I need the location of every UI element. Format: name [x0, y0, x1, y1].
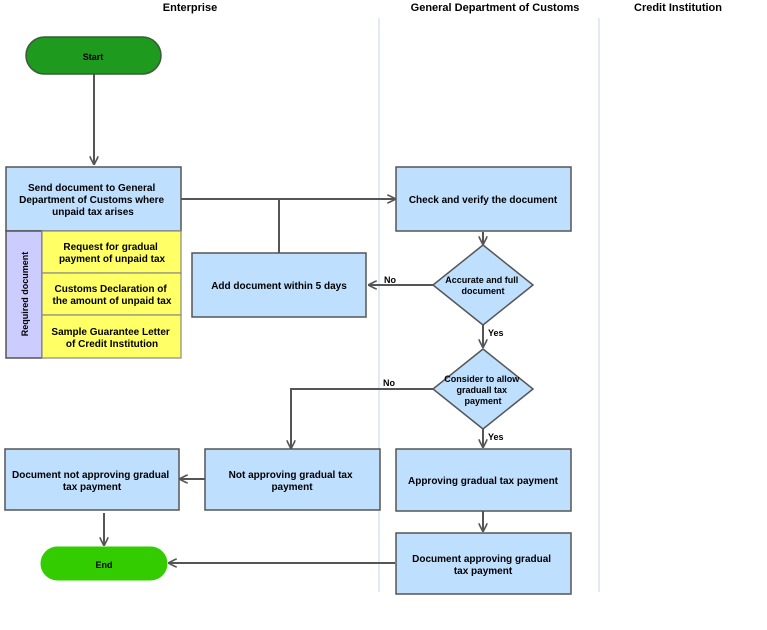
edge-label-no-1: No [384, 275, 396, 285]
consider-decision-label: Consider to allow graduall tax payment [444, 374, 522, 406]
add-document-label: Add document within 5 days [211, 281, 347, 292]
required-item-2 [41, 272, 182, 316]
lane-title-customs: General Department of Customs [411, 2, 580, 14]
edge-label-no-2: No [383, 378, 395, 388]
required-item-2-label: Customs Declaration of the amount of unp… [53, 284, 172, 307]
start-node: Start [25, 36, 162, 75]
document-approving-label: Document approving gradual tax payment [412, 554, 554, 577]
required-document-label: Required document [20, 252, 30, 337]
required-item-1-label: Request for gradual payment of unpaid ta… [59, 242, 166, 265]
document-not-approving-label: Document not approving gradual tax payme… [12, 470, 172, 493]
edge-consider-no [291, 388, 433, 448]
approving-label: Approving gradual tax payment [408, 476, 559, 487]
end-node: End [40, 546, 168, 581]
required-item-3-label: Sample Guarantee Letter of Credit Instit… [51, 327, 172, 350]
check-verify-label: Check and verify the document [409, 195, 558, 206]
accurate-decision: Accurate and full document [431, 244, 535, 326]
edge-label-yes-2: Yes [488, 432, 504, 442]
send-document-node: Send document to General Department of C… [5, 166, 182, 232]
accurate-decision-label: Accurate and full document [445, 275, 521, 296]
connectors [94, 74, 483, 563]
end-label: End [96, 560, 113, 570]
approving-node: Approving gradual tax payment [395, 448, 572, 512]
lane-title-credit: Credit Institution [634, 2, 722, 14]
required-item-3 [41, 314, 182, 359]
consider-decision: Consider to allow graduall tax payment [431, 348, 535, 430]
document-not-approving-node: Document not approving gradual tax payme… [4, 448, 180, 511]
check-verify-node: Check and verify the document [395, 166, 572, 232]
lane-title-enterprise: Enterprise [163, 2, 217, 14]
required-document-tab [5, 230, 43, 359]
not-approving-node: Not approving gradual tax payment [204, 448, 381, 511]
not-approving-label: Not approving gradual tax payment [229, 470, 356, 493]
document-approving-node: Document approving gradual tax payment [395, 532, 572, 595]
send-document-label: Send document to General Department of C… [19, 183, 167, 218]
edge-label-yes-1: Yes [488, 328, 504, 338]
start-label: Start [83, 52, 104, 62]
add-document-node: Add document within 5 days [191, 252, 367, 318]
required-document-group: Required document Request for gradual pa… [5, 230, 182, 359]
required-item-1 [41, 230, 182, 274]
